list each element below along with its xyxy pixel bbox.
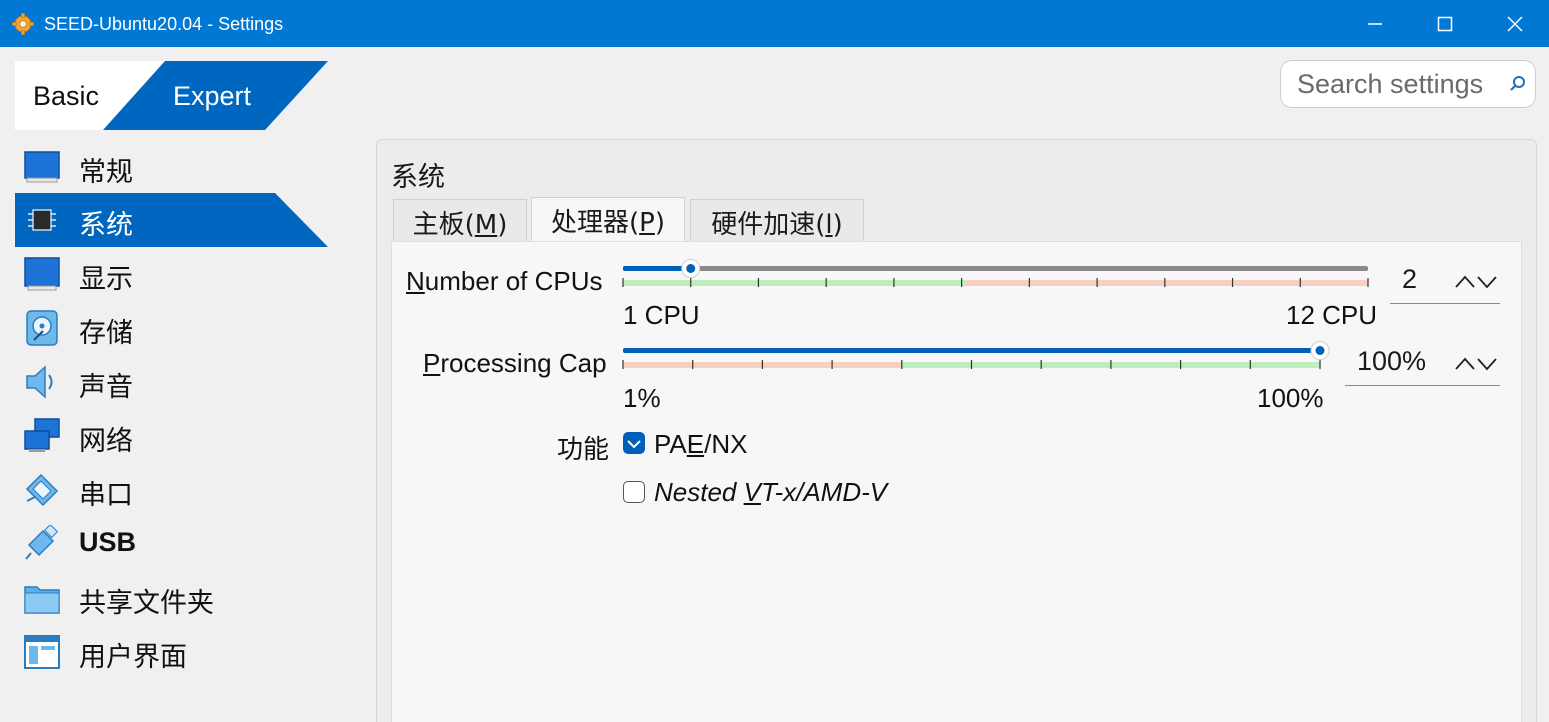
processing-cap-mnemonic: P <box>423 348 441 378</box>
sidebar-item-storage[interactable]: 存储 <box>15 301 328 355</box>
sidebar-item-usb[interactable]: USB <box>15 517 328 571</box>
tab-label: ) <box>497 210 508 240</box>
warning-zone <box>965 280 1368 286</box>
cpu-count-label: Number of CPUs <box>406 266 603 297</box>
system-chip-icon <box>28 209 56 231</box>
tab-label: 硬件加速( <box>711 210 826 240</box>
tab-processor[interactable]: 处理器(P) <box>531 197 685 242</box>
sidebar-item-label: 用户界面 <box>79 642 187 673</box>
sidebar-item-display[interactable]: 显示 <box>15 247 328 301</box>
basic-mode-button[interactable]: Basic <box>33 81 100 111</box>
nested-vtx-mnemonic: V <box>743 477 761 507</box>
mode-switch-background <box>15 61 328 130</box>
spin-up-down-icon[interactable] <box>1454 273 1498 291</box>
sidebar-item-general[interactable]: 常规 <box>15 140 328 194</box>
processing-cap-value: 100% <box>1357 346 1427 376</box>
usb-icon <box>25 525 59 560</box>
slider-fill <box>623 266 691 271</box>
network-icon <box>24 418 60 452</box>
checkmark-icon <box>627 440 641 449</box>
sidebar-item-network[interactable]: 网络 <box>15 409 328 463</box>
close-icon <box>1507 15 1523 32</box>
sidebar-item-label: 网络 <box>79 426 133 457</box>
pae-nx-label[interactable]: PAE/NX <box>654 429 747 460</box>
slider-track <box>623 266 1368 271</box>
slider-handle-dot <box>686 264 696 273</box>
sidebar-item-label: 显示 <box>79 264 133 295</box>
minimize-button[interactable] <box>1340 0 1410 47</box>
user-interface-icon <box>24 635 60 669</box>
cpu-count-slider[interactable] <box>618 256 1378 294</box>
cap-max-label: 100% <box>1257 383 1324 413</box>
minimize-icon <box>1368 22 1382 25</box>
audio-icon <box>26 365 53 399</box>
search-input[interactable] <box>1297 69 1497 99</box>
shared-folder-icon <box>24 586 60 614</box>
tab-motherboard[interactable]: 主板(M) <box>393 199 527 242</box>
general-icon <box>24 151 60 183</box>
slider-fill <box>623 348 1320 353</box>
page-title: 系统 <box>391 162 445 193</box>
nested-vtx-label-text: T-x/AMD-V <box>760 477 888 507</box>
cpu-max-label: 12 CPU <box>1286 300 1378 330</box>
close-button[interactable] <box>1480 0 1549 47</box>
sidebar-item-label: 存储 <box>79 318 133 349</box>
pae-nx-label-text: PA <box>654 429 687 459</box>
nested-vtx-checkbox[interactable] <box>623 481 645 503</box>
processing-cap-label: Processing Cap <box>423 348 607 379</box>
sidebar-item-label: 共享文件夹 <box>79 588 214 619</box>
tab-label: 处理器( <box>551 208 640 238</box>
nested-vtx-label-text: Nested <box>654 477 744 507</box>
tab-mnemonic: P <box>639 208 655 238</box>
tab-label: ) <box>654 208 665 238</box>
pae-nx-mnemonic: E <box>686 429 705 459</box>
maximize-icon <box>1437 16 1453 31</box>
cpu-count-label-text: umber of CPUs <box>424 266 603 296</box>
sidebar-item-audio[interactable]: 声音 <box>15 355 328 409</box>
sidebar-item-label: 串口 <box>79 480 133 511</box>
cpu-count-spinbox[interactable]: 2 <box>1390 260 1500 304</box>
tab-label: ) <box>832 210 843 240</box>
sidebar-item-user-interface[interactable]: 用户界面 <box>15 625 328 679</box>
cpu-count-mnemonic: N <box>406 266 425 296</box>
cpu-min-label: 1 CPU <box>623 300 700 330</box>
spin-up-down-icon[interactable] <box>1454 355 1498 373</box>
sidebar-item-shared-folders[interactable]: 共享文件夹 <box>15 571 328 625</box>
cap-min-label: 1% <box>623 383 661 413</box>
maximize-button[interactable] <box>1410 0 1480 47</box>
title-bar: SEED-Ubuntu20.04 - Settings <box>0 0 1549 47</box>
tab-mnemonic: M <box>474 210 498 240</box>
search-box <box>1280 60 1536 108</box>
tab-label: 主板( <box>412 210 475 240</box>
search-icon[interactable] <box>1509 75 1527 93</box>
slider-handle-dot <box>1315 346 1325 355</box>
sidebar-item-label: 常规 <box>79 157 133 188</box>
nested-vtx-label[interactable]: Nested VT-x/AMD-V <box>654 477 887 508</box>
sidebar-item-label: 系统 <box>79 210 133 241</box>
pae-nx-label-text: /NX <box>704 429 748 459</box>
sidebar-item-label: 声音 <box>79 372 133 403</box>
expert-mode-button[interactable]: Expert <box>173 81 252 111</box>
processing-cap-slider[interactable] <box>618 338 1338 376</box>
features-label: 功能 <box>557 435 610 465</box>
processor-tab-content <box>391 241 1522 722</box>
processing-cap-label-text: rocessing Cap <box>440 348 607 378</box>
window-title: SEED-Ubuntu20.04 - Settings <box>44 14 284 34</box>
cpu-count-value: 2 <box>1402 264 1418 294</box>
mode-switch: Basic Expert <box>15 61 328 130</box>
storage-icon <box>26 310 58 346</box>
pae-nx-checkbox[interactable] <box>623 432 645 454</box>
serial-port-icon <box>25 473 59 507</box>
sidebar-item-serial-port[interactable]: 串口 <box>15 463 328 517</box>
display-icon <box>24 257 60 291</box>
tab-mnemonic: l <box>825 210 833 240</box>
app-gear-icon <box>12 13 34 35</box>
sidebar-item-system[interactable]: 系统 <box>15 193 328 247</box>
sidebar-item-label: USB <box>79 527 137 557</box>
safe-zone <box>623 280 966 286</box>
tab-acceleration[interactable]: 硬件加速(l) <box>690 199 864 242</box>
processing-cap-spinbox[interactable]: 100% <box>1345 342 1500 386</box>
sidebar-selection-highlight <box>15 193 328 247</box>
